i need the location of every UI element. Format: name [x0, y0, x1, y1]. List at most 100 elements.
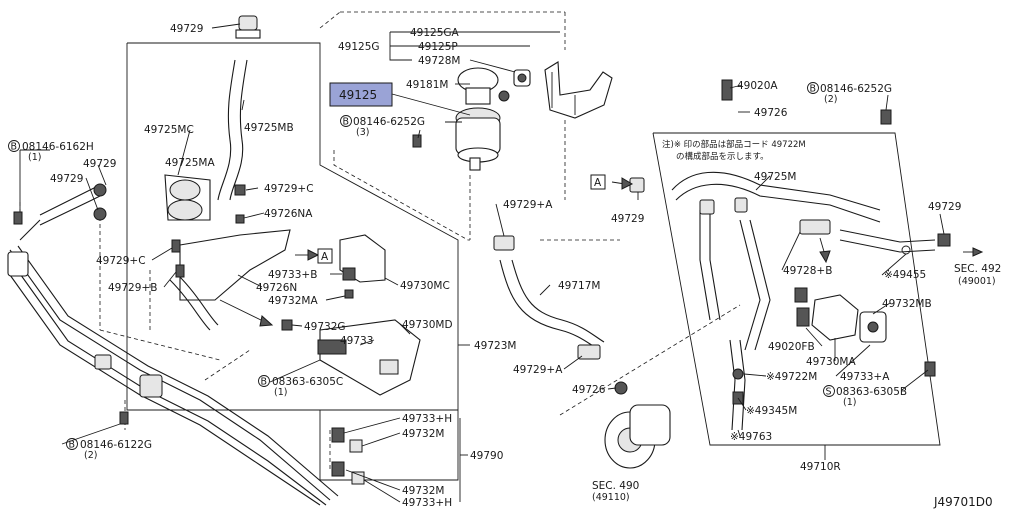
pump-sec490[interactable] — [604, 381, 671, 469]
label-49020a: 49020A — [737, 80, 778, 92]
label-49125g: 49125G — [338, 41, 380, 53]
label-49733a: 49733+A — [840, 371, 890, 383]
label-49125p: 49125P — [418, 41, 458, 53]
label-49181m: 49181M — [406, 79, 448, 91]
label-49730ma: 49730MA — [806, 356, 856, 368]
label-49732ma: 49732MA — [268, 295, 318, 307]
ref-box-a-right[interactable]: A — [590, 174, 606, 190]
brackets-49730ma[interactable] — [721, 79, 936, 377]
diagram-code: J49701D0 — [933, 495, 993, 509]
svg-text:B: B — [261, 377, 268, 388]
clamps-49732m[interactable] — [331, 427, 365, 485]
label-49763: ※49763 — [730, 431, 772, 443]
return-tube-49790[interactable] — [7, 245, 339, 506]
label-49722m: ※49722M — [766, 371, 817, 383]
highlight-49125[interactable]: 49125 — [329, 82, 393, 107]
label-49729-r: 49729 — [928, 201, 961, 213]
label-49733h-b: 49733+H — [402, 497, 452, 509]
label-49717m: 49717M — [558, 280, 600, 292]
label-08363-6305b: 08363-6305B — [836, 386, 907, 398]
label-sec492-ref: (49001) — [958, 276, 996, 287]
pipe-49725mb[interactable] — [217, 15, 261, 201]
label-49726-mid: 49726 — [572, 384, 606, 396]
label-49125ga: 49125GA — [410, 27, 460, 39]
label-49732g: 49732G — [304, 321, 346, 333]
hose-49725m[interactable] — [629, 171, 951, 351]
label-49725mc: 49725MC — [144, 124, 194, 136]
label-49728m: 49728M — [418, 55, 460, 67]
label-49730mc: 49730MC — [400, 280, 450, 292]
svg-text:B: B — [11, 142, 18, 153]
label-49729b: 49729+B — [108, 282, 157, 294]
hose-49717m[interactable] — [493, 235, 605, 360]
label-49733: 49733 — [340, 335, 373, 347]
label-49726-top: 49726 — [754, 107, 788, 119]
svg-text:B: B — [69, 440, 76, 451]
ref-a-right-text: A — [594, 177, 602, 189]
label-49125: 49125 — [339, 88, 377, 102]
label-sec492: SEC. 492 — [954, 263, 1001, 275]
bolts-left[interactable] — [13, 134, 422, 425]
clamp-49730md[interactable] — [281, 319, 421, 396]
label-49729-top: 49729 — [170, 23, 203, 35]
label-49729c-a: 49729+C — [264, 183, 314, 195]
label-49725mb: 49725MB — [244, 122, 294, 134]
bolt-markers: B B B B B S — [8, 82, 835, 451]
part-labels: 49729 49125GA 49125G 49125P 49728M 49181… — [22, 23, 1001, 509]
label-49732m-a: 49732M — [402, 428, 444, 440]
reservoir-assembly[interactable] — [455, 67, 531, 171]
label-08363-6305b-qty: (1) — [843, 397, 856, 408]
reservoir-bracket[interactable] — [544, 61, 613, 119]
label-49710r: 49710R — [800, 461, 841, 473]
clamp-49730mc[interactable] — [339, 234, 386, 299]
ref-box-a-left[interactable]: A — [317, 248, 333, 264]
label-08146-6252g-a: 08146-6252G — [353, 116, 425, 128]
pipe-49725mc[interactable] — [19, 174, 211, 241]
note-line-2: の構成部品を示します。 — [676, 151, 769, 162]
direction-arrows — [219, 177, 984, 327]
label-49729a-top: 49729+A — [503, 199, 553, 211]
label-08146-6162h-qty: (1) — [28, 152, 41, 163]
svg-text:S: S — [826, 387, 832, 398]
label-08146-6162h: 08146-6162H — [22, 141, 94, 153]
frame-lines — [19, 11, 941, 481]
label-08146-6252g-b: 08146-6252G — [820, 83, 892, 95]
svg-text:B: B — [810, 84, 817, 95]
label-49733b: 49733+B — [268, 269, 317, 281]
label-sec490-ref: (49110) — [592, 492, 630, 503]
label-49732mb: 49732MB — [882, 298, 932, 310]
label-49723m: 49723M — [474, 340, 516, 352]
label-49726na: 49726NA — [264, 208, 313, 220]
label-49728b: 49728+B — [783, 265, 832, 277]
label-49729a-mid: 49729+A — [513, 364, 563, 376]
label-49725m: 49725M — [754, 171, 796, 183]
label-49345m: ※49345M — [746, 405, 797, 417]
svg-text:B: B — [343, 117, 350, 128]
label-08146-6252g-a-qty: (3) — [356, 127, 369, 138]
label-49729-l2: 49729 — [50, 173, 83, 185]
label-49730md: 49730MD — [402, 319, 453, 331]
pipe-49722m[interactable] — [729, 339, 746, 431]
label-49725ma: 49725MA — [165, 157, 215, 169]
label-49729-l1: 49729 — [83, 158, 116, 170]
label-08146-6122g: 08146-6122G — [80, 439, 152, 451]
label-08146-6122g-qty: (2) — [84, 450, 97, 461]
label-08363-6305c-qty: (1) — [274, 387, 287, 398]
label-49733h-a: 49733+H — [402, 413, 452, 425]
label-08146-6252g-b-qty: (2) — [824, 94, 837, 105]
leader-lines — [19, 23, 945, 503]
label-49729-a: 49729 — [611, 213, 644, 225]
bracket-49726n[interactable] — [169, 184, 291, 331]
label-49455: ※49455 — [884, 269, 926, 281]
label-49729c-b: 49729+C — [96, 255, 146, 267]
label-49790: 49790 — [470, 450, 503, 462]
note-line-1: 注)※ 印の部品は部品コード 49722M — [662, 139, 806, 150]
label-sec490: SEC. 490 — [592, 480, 639, 492]
label-49020fb: 49020FB — [768, 341, 815, 353]
label-49726n: 49726N — [256, 282, 297, 294]
label-08363-6305c: 08363-6305C — [272, 376, 343, 388]
ref-a-left-text: A — [321, 251, 329, 263]
label-49732m-b: 49732M — [402, 485, 444, 497]
